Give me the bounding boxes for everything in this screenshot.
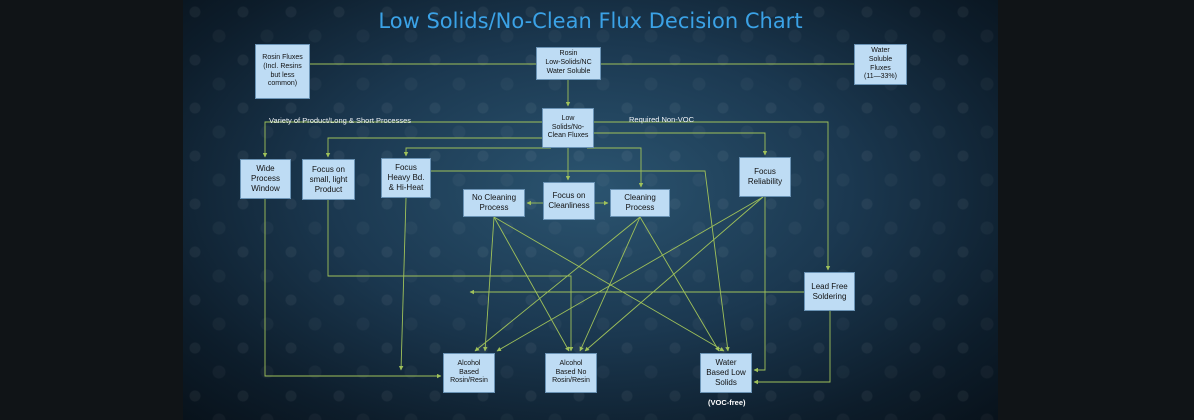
node-focus-cleanliness: Focus on Cleanliness bbox=[543, 182, 595, 220]
connector-to-focus-small bbox=[325, 137, 542, 158]
connector-heavy-to-water bbox=[431, 170, 730, 352]
connector-nc-to-alcohol-no-rosin bbox=[493, 216, 570, 352]
node-focus-reliability: Focus Reliability bbox=[739, 157, 791, 197]
connector-wide-to-alcohol-rosin bbox=[264, 199, 442, 379]
node-low-solids-nc: Low Solids/No- Clean Fluxes bbox=[542, 108, 594, 148]
connector-rel-to-alcohol-no-rosin bbox=[584, 196, 764, 352]
node-alcohol-rosin: Alcohol Based Rosin/Resin bbox=[443, 353, 495, 393]
node-focus-small: Focus on small, light Product bbox=[302, 159, 355, 200]
connector-to-wide-process bbox=[262, 121, 542, 158]
node-rosin-low-solids: Rosin Low-Solids/NC Water Soluble bbox=[536, 47, 601, 80]
connector-clean-to-alcohol-no-rosin bbox=[579, 216, 641, 352]
connector-lead-free-to-water bbox=[753, 311, 831, 385]
node-wide-process: Wide Process Window bbox=[240, 159, 291, 199]
connector-nc-to-water bbox=[493, 216, 725, 352]
connector-to-focus-reliability bbox=[594, 132, 768, 156]
slide: Low Solids/No-Clean Flux Decision Chart … bbox=[183, 0, 998, 420]
chart-title: Low Solids/No-Clean Flux Decision Chart bbox=[378, 9, 803, 33]
connector-rel-to-water bbox=[753, 197, 766, 373]
connector-lines bbox=[262, 63, 854, 385]
node-focus-heavy: Focus Heavy Bd. & Hi-Heat bbox=[381, 158, 431, 198]
node-lead-free: Lead Free Soldering bbox=[804, 272, 855, 311]
connector-to-cleaning-process bbox=[587, 147, 644, 188]
connector-small-to-alcohol-no-rosin bbox=[327, 200, 574, 352]
connector-heavy-down bbox=[398, 197, 407, 371]
connector-clean-to-alcohol-rosin bbox=[474, 216, 641, 352]
node-water-low-solids: Water Based Low Solids bbox=[700, 353, 752, 393]
node-no-cleaning: No Cleaning Process bbox=[463, 189, 525, 217]
connector-nc-to-alcohol-rosin bbox=[483, 216, 495, 352]
node-rosin-fluxes: Rosin Fluxes (Incl. Resins but less comm… bbox=[255, 44, 310, 99]
node-cleaning-process: Cleaning Process bbox=[610, 189, 670, 217]
node-water-soluble: Water Soluble Fluxes (11—33%) bbox=[854, 44, 907, 85]
connector-rel-to-alcohol-rosin bbox=[496, 196, 764, 352]
connector-to-lead-free bbox=[594, 121, 831, 271]
connector-clean-to-water bbox=[639, 216, 720, 352]
connector-to-focus-heavy bbox=[403, 147, 551, 157]
label-voc-free: (VOC-free) bbox=[708, 398, 746, 407]
label-non-voc: Required Non-VOC bbox=[629, 115, 695, 124]
node-alcohol-no-rosin: Alcohol Based No Rosin/Resin bbox=[545, 353, 597, 393]
label-variety: Variety of Product/Long & Short Processe… bbox=[269, 116, 412, 125]
